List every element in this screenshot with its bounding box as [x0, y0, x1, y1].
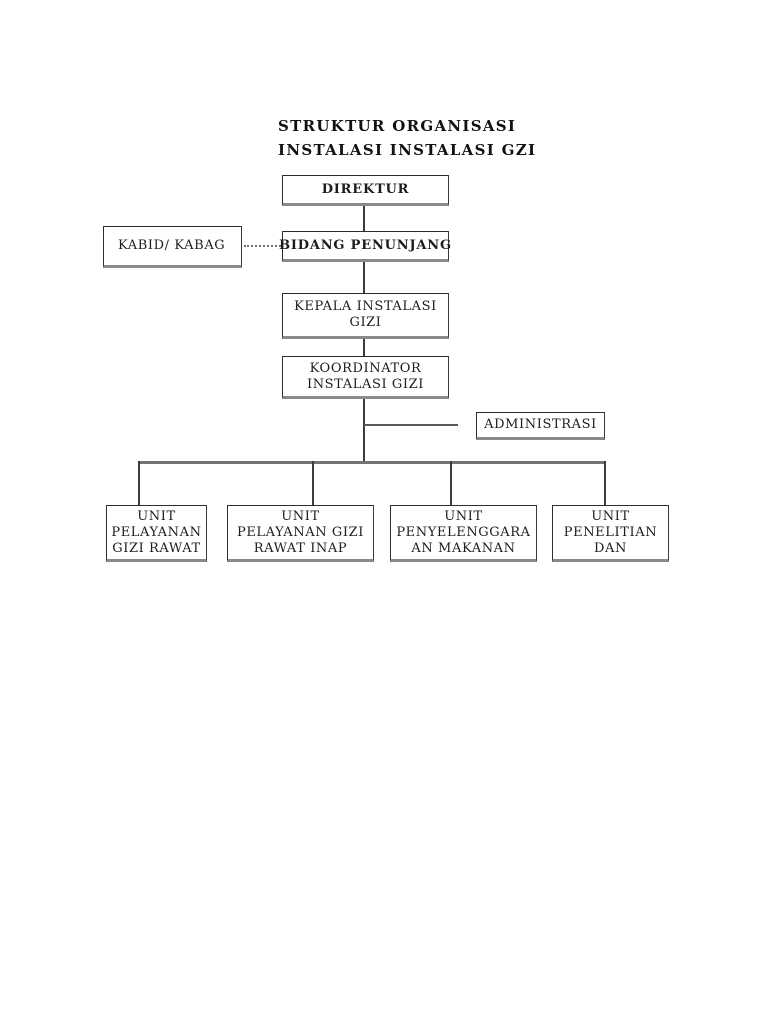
- org-node-bidang-penunjang-label: BIDANG PENUNJANG: [279, 237, 452, 253]
- org-node-administrasi-label: ADMINISTRASI: [484, 417, 597, 432]
- page-title-line-1: STRUKTUR ORGANISASI: [278, 117, 517, 135]
- page-title: STRUKTUR ORGANISASI INSTALASI INSTALASI …: [278, 114, 536, 162]
- org-node-unit4-line-1: UNIT: [591, 508, 630, 524]
- org-node-unit-penelitian-dan: UNIT PENELITIAN DAN: [552, 505, 669, 562]
- connector-koordinator-spine: [363, 399, 365, 463]
- connector-kabid-bidang-dotted: [244, 245, 281, 247]
- org-node-unit-pelayanan-gizi-rawat-inap: UNIT PELAYANAN GIZI RAWAT INAP: [227, 505, 374, 562]
- connector-drop-unit4: [604, 461, 606, 506]
- org-node-unit-pelayanan-gizi-rawat: UNIT PELAYANAN GIZI RAWAT: [106, 505, 207, 562]
- org-node-unit2-line-2: PELAYANAN GIZI: [236, 524, 365, 540]
- org-node-koordinator-instalasi-gizi: KOORDINATOR INSTALASI GIZI: [282, 356, 449, 399]
- org-node-kabid-kabag-label: KABID/ KABAG: [118, 238, 226, 253]
- connector-bidang-kepala: [363, 262, 365, 293]
- connector-distribution-line: [138, 461, 606, 464]
- org-node-bidang-penunjang: BIDANG PENUNJANG: [279, 231, 452, 262]
- org-node-unit3-line-2: PENYELENGGARA: [396, 524, 531, 540]
- page-title-line-2: INSTALASI INSTALASI GZI: [278, 141, 537, 159]
- org-node-unit3-line-1: UNIT: [444, 508, 483, 524]
- org-node-administrasi: ADMINISTRASI: [476, 412, 605, 440]
- org-node-unit-penyelenggaraan-makanan: UNIT PENYELENGGARA AN MAKANAN: [390, 505, 537, 562]
- org-node-unit2-line-3: RAWAT INAP: [253, 540, 348, 556]
- org-node-koordinator-line-1: KOORDINATOR: [309, 360, 422, 376]
- org-node-unit2-line-1: UNIT: [281, 508, 320, 524]
- org-node-kepala-line-1: KEPALA INSTALASI: [294, 299, 437, 314]
- org-node-kepala-line-2: GIZI: [349, 315, 382, 330]
- org-node-unit4-line-3: DAN: [594, 540, 627, 556]
- connector-spine-administrasi: [364, 424, 458, 426]
- org-node-kepala-instalasi-gizi: KEPALA INSTALASI GIZI: [282, 293, 449, 339]
- org-node-unit3-line-3: AN MAKANAN: [411, 540, 516, 556]
- connector-direktur-bidang: [363, 206, 365, 231]
- connector-drop-unit1: [138, 461, 140, 506]
- org-node-koordinator-line-2: INSTALASI GIZI: [306, 376, 425, 392]
- org-node-kabid-kabag: KABID/ KABAG: [103, 226, 242, 268]
- connector-drop-unit2: [312, 461, 314, 506]
- org-node-direktur: DIREKTUR: [282, 175, 449, 206]
- org-node-unit1-line-1: UNIT: [137, 508, 176, 524]
- connector-drop-unit3: [450, 461, 452, 506]
- org-node-unit1-line-2: PELAYANAN: [111, 524, 202, 540]
- org-node-direktur-label: DIREKTUR: [321, 181, 410, 197]
- org-node-unit1-line-3: GIZI RAWAT: [112, 540, 201, 556]
- connector-kepala-koordinator: [363, 339, 365, 356]
- org-node-unit4-line-2: PENELITIAN: [563, 524, 658, 540]
